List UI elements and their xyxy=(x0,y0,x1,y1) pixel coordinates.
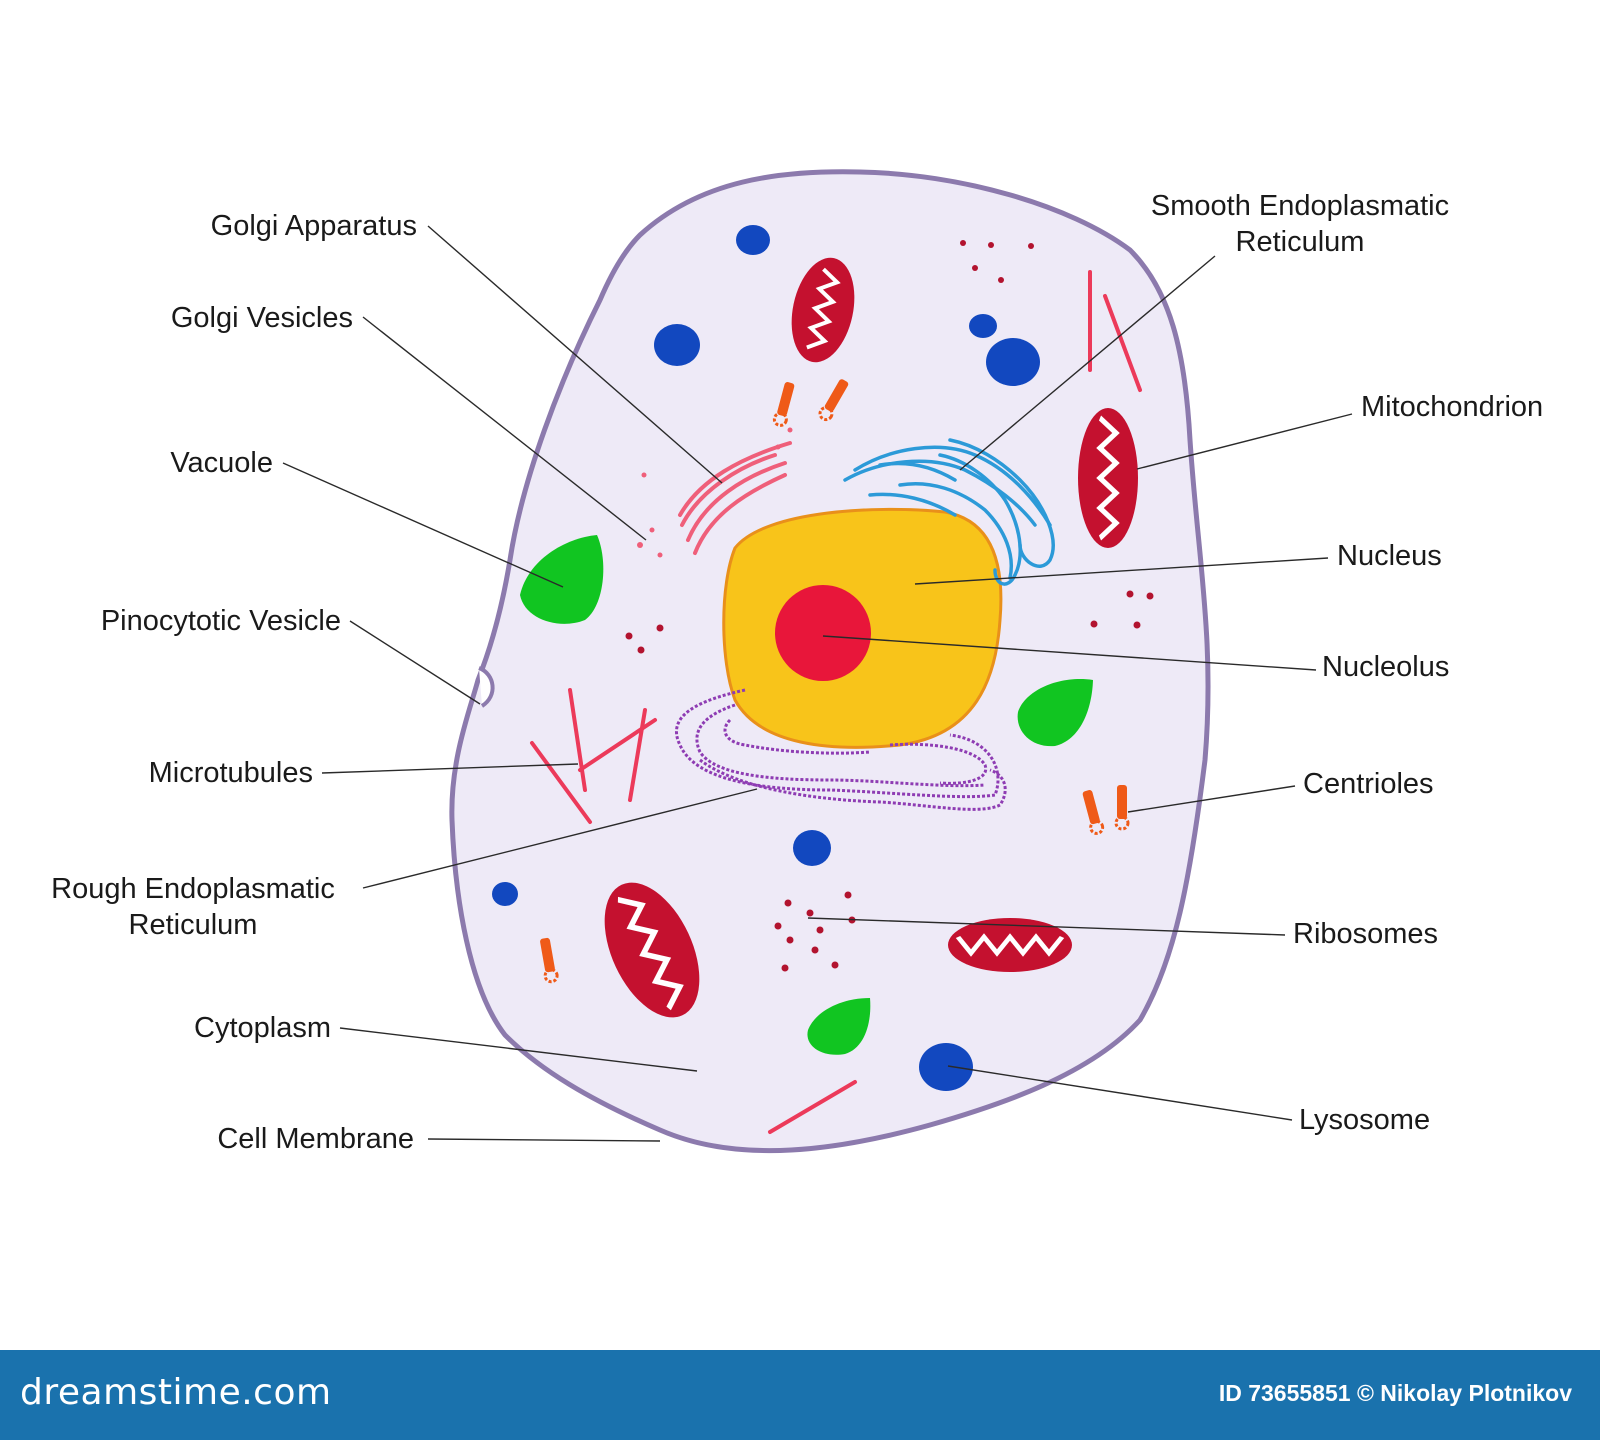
label-nucleolus: Nucleolus xyxy=(1322,651,1449,683)
label-rough-er-line1: Rough Endoplasmatic xyxy=(51,873,335,905)
ribosomes xyxy=(625,240,1154,972)
label-cytoplasm: Cytoplasm xyxy=(194,1012,331,1044)
nucleolus xyxy=(775,585,871,681)
label-ribosomes: Ribosomes xyxy=(1293,918,1438,950)
label-microtubules: Microtubules xyxy=(149,757,313,789)
golgi-apparatus xyxy=(678,441,792,555)
label-cell-membrane: Cell Membrane xyxy=(217,1123,414,1155)
image-credit: ID 73655851 © Nikolay Plotnikov xyxy=(1218,1380,1572,1406)
label-centrioles: Centrioles xyxy=(1303,768,1434,800)
label-rough-er-line2: Reticulum xyxy=(129,909,258,941)
label-golgi-apparatus: Golgi Apparatus xyxy=(211,210,417,242)
animal-cell-diagram: Golgi Apparatus Golgi Vesicles Vacuole P… xyxy=(51,169,1543,1155)
label-mitochondrion: Mitochondrion xyxy=(1361,391,1543,423)
golgi-vesicles xyxy=(637,427,793,558)
microtubules xyxy=(530,270,1142,1134)
nucleus xyxy=(722,507,1003,749)
label-nucleus: Nucleus xyxy=(1337,540,1442,572)
smooth-endoplasmic-reticulum xyxy=(843,438,1055,586)
pinocytotic-vesicle xyxy=(478,666,495,708)
leader-lines xyxy=(282,225,1353,1142)
vacuoles xyxy=(520,535,1093,1055)
label-pinocytotic-vesicle: Pinocytotic Vesicle xyxy=(101,605,341,637)
label-golgi-vesicles: Golgi Vesicles xyxy=(171,302,353,334)
rough-endoplasmic-reticulum xyxy=(675,688,1007,811)
brand-logo[interactable]: dreamstime.com xyxy=(20,1372,332,1413)
watermark-footer: dreamstime.com ID 73655851 © Nikolay Plo… xyxy=(0,1350,1600,1440)
label-lysosome: Lysosome xyxy=(1299,1104,1430,1136)
mitochondria xyxy=(604,257,1138,1018)
lysosomes xyxy=(492,225,1040,1091)
label-smooth-er-line2: Reticulum xyxy=(1236,226,1365,258)
label-vacuole: Vacuole xyxy=(170,447,273,479)
labels: Golgi Apparatus Golgi Vesicles Vacuole P… xyxy=(51,190,1543,1155)
label-smooth-er-line1: Smooth Endoplasmatic xyxy=(1151,190,1449,222)
